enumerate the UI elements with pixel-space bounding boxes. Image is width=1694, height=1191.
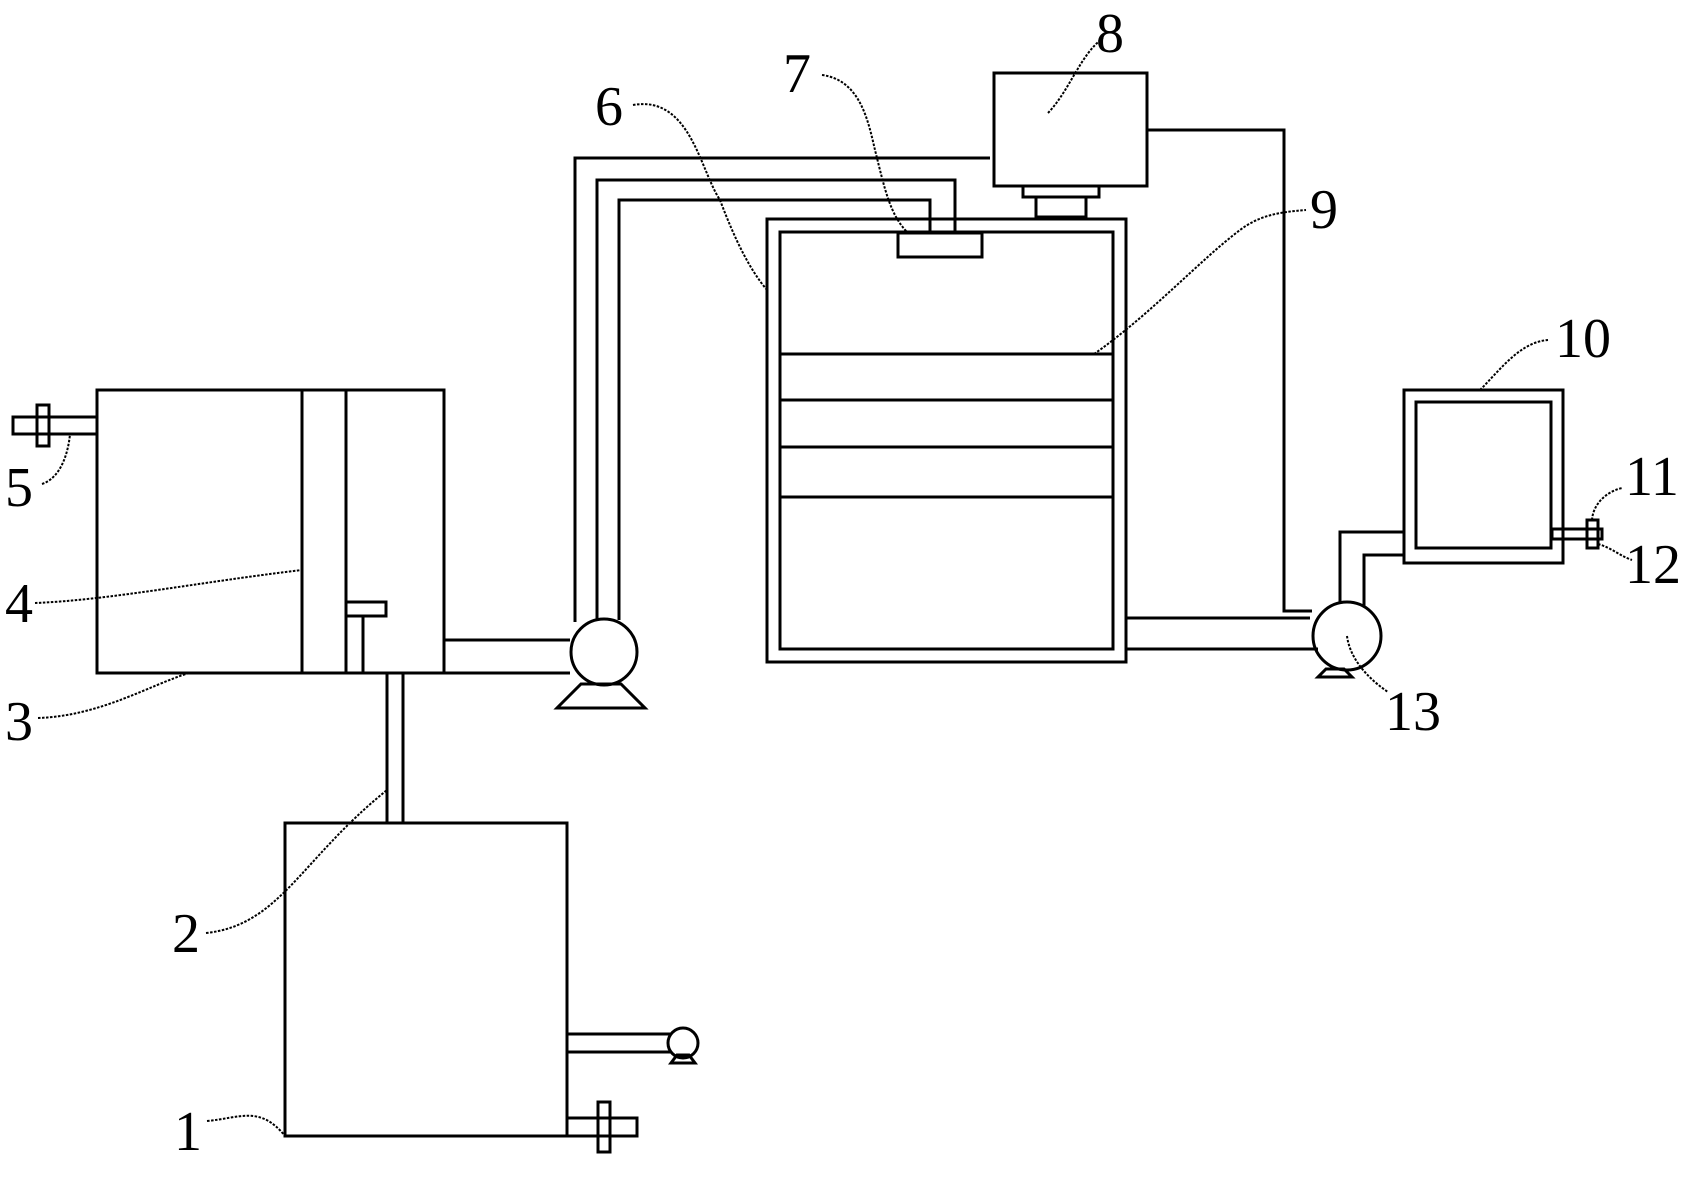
- leader-lines: [34, 37, 1633, 1137]
- label-2: 2: [172, 903, 200, 965]
- leader-9: [1093, 209, 1307, 355]
- label-6: 6: [595, 76, 623, 138]
- label-9: 9: [1310, 179, 1338, 241]
- label-13: 13: [1385, 681, 1441, 743]
- part-labels: 1 2 3 4 5 6 7 8 9 10 11 12 13: [5, 3, 1681, 1163]
- leader-5: [41, 433, 71, 485]
- label-8: 8: [1096, 3, 1124, 65]
- label-10: 10: [1555, 308, 1611, 370]
- label-12: 12: [1625, 534, 1681, 596]
- label-5: 5: [5, 457, 33, 519]
- reactor-vessel: [765, 217, 1128, 664]
- bottom-tank-drain-valve: [565, 1100, 639, 1154]
- signal-line: [1147, 128, 1312, 613]
- label-4: 4: [5, 573, 33, 635]
- left-pump: [553, 617, 649, 710]
- leader-8: [1047, 37, 1104, 114]
- outlet-valve: [1550, 518, 1604, 550]
- label-11: 11: [1625, 446, 1679, 508]
- label-1: 1: [174, 1101, 202, 1163]
- top-unit: [992, 71, 1149, 219]
- label-7: 7: [783, 43, 811, 105]
- leader-11: [1591, 487, 1623, 521]
- internal-column: [300, 390, 388, 673]
- leader-1: [206, 1114, 286, 1137]
- right-pump: [1311, 600, 1383, 679]
- label-3: 3: [5, 691, 33, 753]
- leader-6: [632, 103, 768, 291]
- upper-left-tank: [95, 388, 446, 675]
- pipe-reactor-to-pump: [1126, 616, 1318, 651]
- pipe-tank-to-pump: [444, 638, 570, 675]
- riser-pipe: [573, 156, 990, 622]
- leader-13: [1346, 635, 1389, 693]
- leader-3: [37, 672, 190, 719]
- bottom-tank-side-pipe: [567, 1026, 700, 1065]
- connecting-pipe: [385, 673, 405, 823]
- pipe-pump-to-tank: [1338, 530, 1404, 606]
- spray-nozzle: [896, 231, 984, 259]
- small-tank: [1402, 388, 1565, 565]
- internal-layers: [780, 352, 1113, 499]
- leader-10: [1479, 339, 1549, 391]
- leader-4: [34, 569, 303, 604]
- leader-2: [205, 789, 388, 934]
- inlet-valve: [11, 403, 99, 448]
- leader-7: [821, 74, 909, 234]
- bottom-tank: [283, 821, 569, 1138]
